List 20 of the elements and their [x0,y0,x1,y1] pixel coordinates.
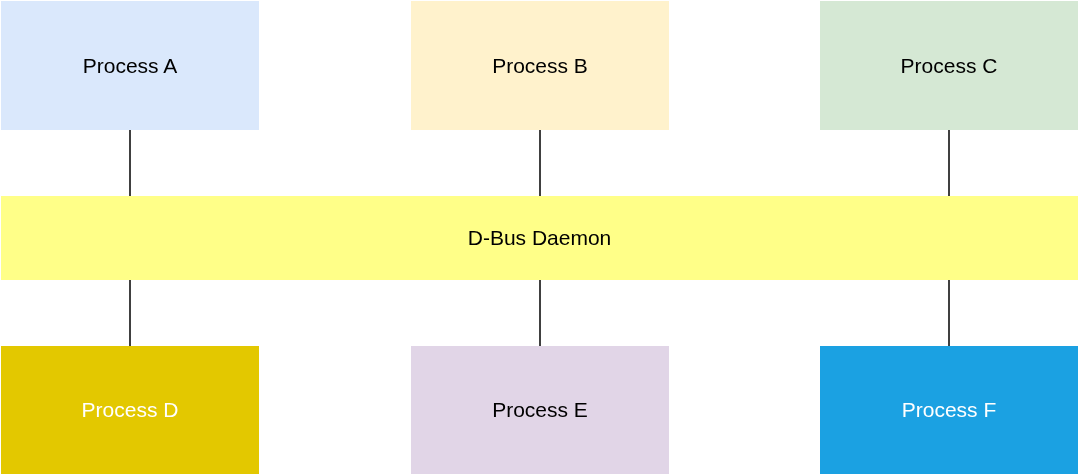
connector-line [948,279,950,347]
node-label: Process A [82,52,178,79]
connector-line [129,129,131,197]
connector-line [948,129,950,197]
process-box [820,346,1078,474]
node-label: Process D [81,397,179,424]
process-box [1,1,259,130]
node-label: Process F [901,397,997,424]
node-label: D-Bus Daemon [467,225,612,252]
node-label: Process B [492,52,588,79]
process-box [411,346,669,474]
node-label: Process C [900,52,998,79]
bus-bar [1,196,1078,280]
process-box [411,1,669,130]
process-box [1,346,259,474]
connector-line [129,279,131,347]
node-label: Process E [492,397,588,424]
connector-line [539,279,541,347]
connector-line [539,129,541,197]
process-box [820,1,1078,130]
